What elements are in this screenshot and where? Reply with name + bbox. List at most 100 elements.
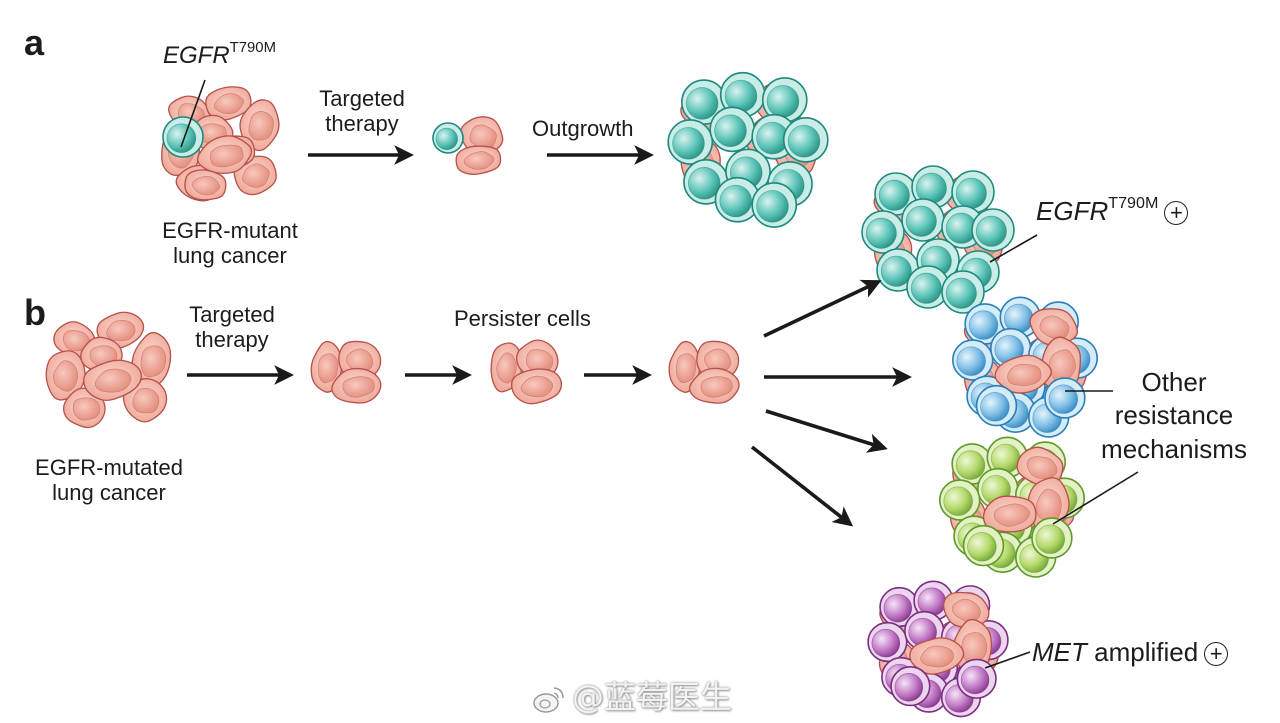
persister-cluster-1 <box>310 340 382 404</box>
met-amplified-cluster <box>867 580 1009 718</box>
blue-resistant-cell <box>964 303 1006 345</box>
gene-name: MET <box>1032 637 1087 667</box>
tumor-cell <box>490 342 523 393</box>
tumor-cell <box>994 354 1052 394</box>
tumor-cell <box>196 135 253 175</box>
persister-cluster-3 <box>668 340 740 404</box>
blue-resistant-cluster <box>951 296 1099 438</box>
tumor-cell <box>942 591 990 629</box>
teal-resistant-cell <box>751 182 798 228</box>
label-line: Targeted <box>319 86 405 111</box>
green-resistant-cluster <box>938 436 1086 578</box>
green-resistant-cell <box>951 443 993 485</box>
egfr-t790m-resistant-cluster <box>861 165 1015 314</box>
tumor-cell <box>688 367 740 404</box>
blue-resistant-cell <box>975 384 1018 427</box>
variant-superscript: T790M <box>1108 194 1159 212</box>
tumor-cell <box>83 359 142 401</box>
panel-a-letter: a <box>24 22 45 63</box>
purple-resistant-cell <box>890 666 931 707</box>
tumor-cell <box>184 169 227 201</box>
tumor-cell <box>511 368 563 405</box>
plus-circle-icon: + <box>1204 642 1229 667</box>
tumor-cell <box>668 340 701 393</box>
teal-resistant-cell <box>432 122 464 154</box>
teal-resistant-cell <box>874 172 918 216</box>
leader-egfr-t790m <box>989 234 1038 263</box>
tumor-cell <box>45 350 86 401</box>
watermark: @蓝莓医生 <box>532 672 732 718</box>
tumor-cell <box>1029 308 1079 347</box>
arrow-to-green <box>765 409 888 453</box>
label-line: mechanisms <box>1101 433 1247 464</box>
tumor-cell <box>239 99 280 152</box>
tumor-cell <box>131 331 172 388</box>
blue-resistant-cell <box>951 339 994 381</box>
gene-name: EGFR <box>1036 196 1109 227</box>
tumor-cell <box>310 340 343 393</box>
teal-resistant-cell <box>861 210 905 254</box>
purple-resistant-cell <box>913 580 954 621</box>
tumor-cell <box>1040 336 1082 392</box>
label-line: lung cancer <box>52 480 166 506</box>
label-line: lung cancer <box>173 243 287 269</box>
tumor-cell <box>455 145 502 175</box>
plus-circle-icon: + <box>1164 201 1189 226</box>
panel-b-letter: b <box>24 292 46 333</box>
tumor-cell <box>205 86 252 121</box>
leader-met <box>984 651 1031 669</box>
green-resistant-cell <box>962 524 1005 567</box>
met-amplified-label: MET amplified+ <box>1032 637 1229 668</box>
teal-resistant-cell <box>667 119 714 165</box>
panel-a-outgrowth-label: Outgrowth <box>532 116 634 141</box>
green-resistant-cell <box>1031 517 1073 559</box>
persister-cluster-2 <box>490 339 563 405</box>
teal-resistant-cell <box>714 176 761 223</box>
t790m-outgrowth-cluster <box>667 71 829 228</box>
teal-resistant-cell <box>162 116 204 158</box>
panel-a-t790m-label: EGFRT790M <box>163 40 276 70</box>
label-line: resistance <box>1114 400 1234 431</box>
purple-resistant-cell <box>867 621 908 663</box>
teal-resistant-cell <box>951 170 995 214</box>
label-line: Targeted <box>189 302 275 327</box>
weibo-icon <box>533 687 564 713</box>
label-line: EGFR-mutated <box>35 455 183 480</box>
egfr-mutated-tumor-cluster <box>45 311 172 429</box>
leader-other-green <box>1052 471 1139 525</box>
tumor-cell <box>331 367 382 404</box>
gene-name: EGFR <box>163 42 230 70</box>
teal-resistant-cell <box>782 117 829 163</box>
tumor-cell <box>233 155 277 196</box>
amplified-text: amplified <box>1086 637 1199 667</box>
label-line: therapy <box>325 111 399 137</box>
teal-resistant-cell <box>971 208 1015 252</box>
teal-resistant-cell <box>901 198 945 242</box>
tumor-cell <box>1016 446 1064 487</box>
green-resistant-cell <box>938 479 981 521</box>
residual-tumor-cluster <box>432 116 504 175</box>
persister-cells-label: Persister cells <box>454 306 591 331</box>
label-line: Other <box>1141 367 1207 397</box>
arrow-to-egfr <box>763 279 882 338</box>
blue-resistant-cell <box>1044 377 1086 419</box>
teal-resistant-cell <box>941 270 985 314</box>
arrows <box>187 145 912 527</box>
teal-resistant-cell <box>906 265 950 309</box>
egfr-mutant-tumor-cluster <box>161 86 280 202</box>
teal-resistant-cell <box>709 106 756 153</box>
leader-a-t790m <box>180 79 206 148</box>
tumor-cell <box>909 637 965 675</box>
arrow-to-met <box>750 445 854 527</box>
tumor-cell <box>96 311 145 349</box>
purple-resistant-cell <box>956 658 997 699</box>
watermark-text: @蓝莓医生 <box>572 678 733 716</box>
tumor-cell <box>982 495 1037 533</box>
leader-lines <box>180 79 1139 669</box>
egfr-t790m-outcome-label: EGFRT790M + <box>1036 194 1189 227</box>
variant-superscript: T790M <box>229 40 276 56</box>
